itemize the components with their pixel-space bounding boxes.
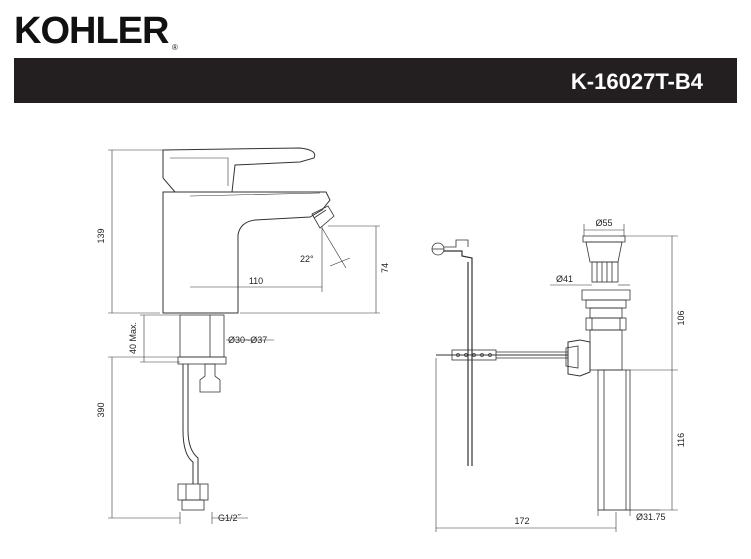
- dim-drain-tailpiece-height: 116: [676, 433, 686, 447]
- faucet-dimension-lines: [108, 149, 380, 524]
- dim-hose-length: 390: [96, 402, 106, 417]
- dim-spout-reach: 110: [249, 276, 263, 286]
- registered-mark: ®: [172, 43, 178, 52]
- drain-dimension-lines: [435, 224, 678, 532]
- dim-drain-body: Ø41: [556, 274, 573, 284]
- dim-faucet-height: 139: [96, 228, 106, 243]
- faucet-body: [162, 147, 335, 511]
- popup-drain-assembly: [565, 235, 631, 511]
- dim-supply-connection: G1/2˝: [218, 513, 242, 523]
- dim-max-deck: 40 Max.: [128, 322, 138, 354]
- model-number: K-16027T-B4: [570, 69, 703, 94]
- dim-drain-upper-height: 106: [676, 310, 686, 325]
- dim-drain-cap: Ø55: [595, 218, 612, 228]
- dim-rod-length: 172: [514, 516, 529, 526]
- dim-spray-angle: 22°: [300, 254, 314, 264]
- popup-lift-rod: [431, 239, 568, 466]
- dim-outlet-height: 74: [380, 263, 390, 273]
- dim-tailpiece-diameter: Ø31.75: [636, 512, 666, 522]
- dim-mounting-hole: Ø30~Ø37: [228, 335, 267, 345]
- model-banner: [14, 58, 737, 103]
- kohler-logo: KOHLER: [14, 10, 169, 52]
